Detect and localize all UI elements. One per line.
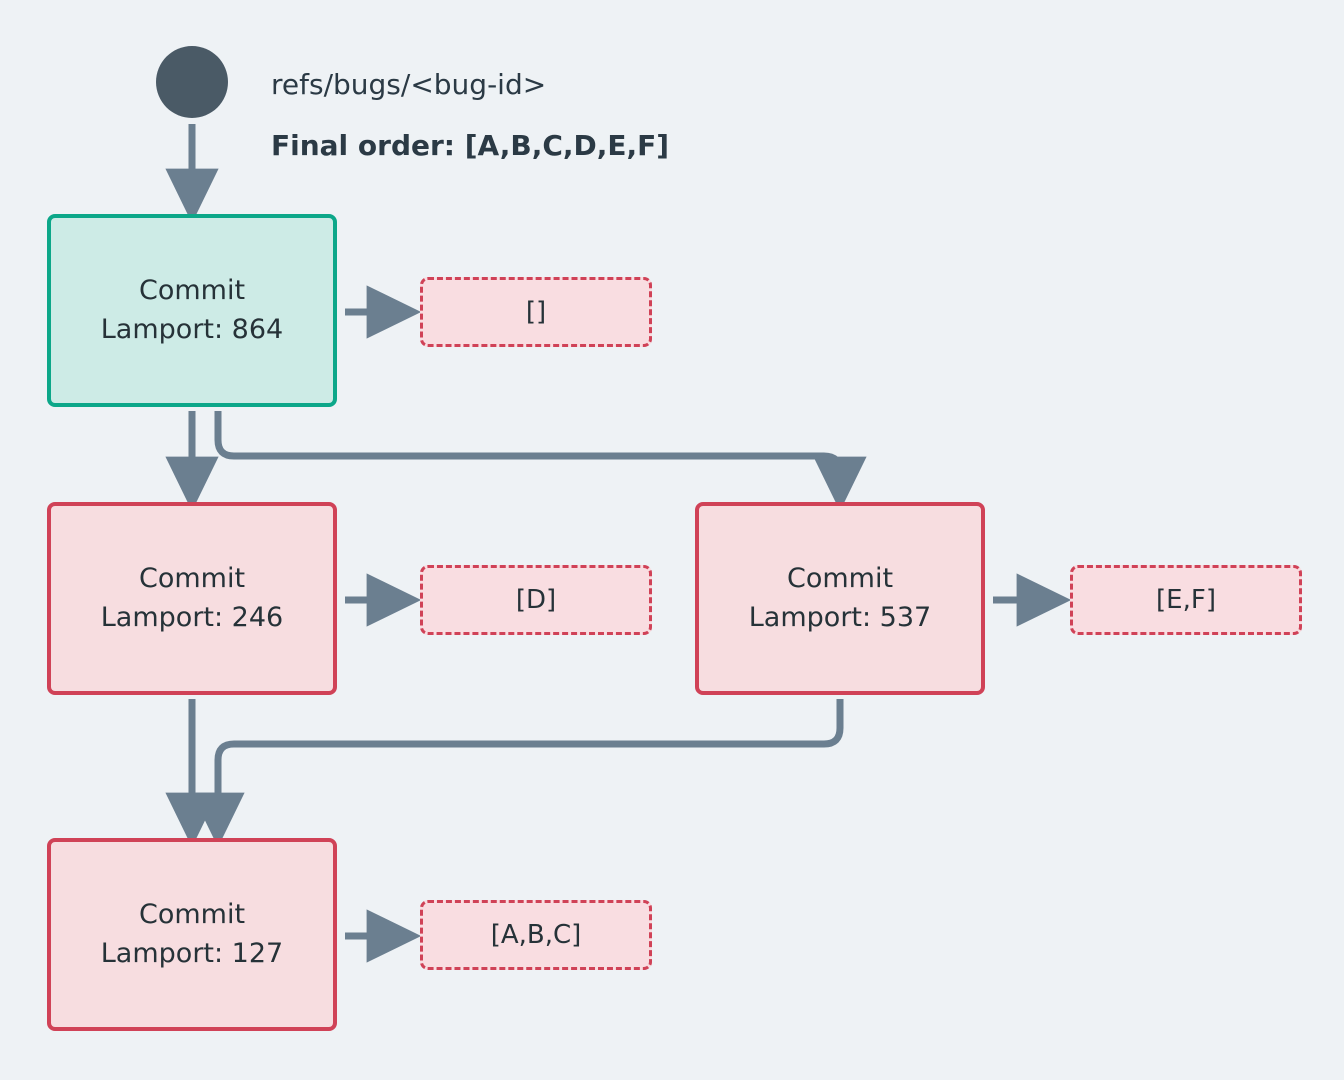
final-order-label: Final order: [A,B,C,D,E,F]: [271, 129, 670, 162]
commit-node-127-title: Commit: [138, 899, 246, 931]
edge-commit864-to-commit537: [214, 411, 867, 512]
commit-node-537-lamport: Lamport: 537: [748, 601, 932, 633]
commit-node-864-title: Commit: [138, 275, 246, 307]
commit-node-864-lamport: Lamport: 864: [100, 313, 284, 345]
commit-node-864[interactable]: Commit Lamport: 864: [47, 214, 337, 407]
commit-node-537[interactable]: Commit Lamport: 537: [695, 502, 985, 695]
annotation-box-864[interactable]: []: [420, 277, 652, 347]
commit-node-246[interactable]: Commit Lamport: 246: [47, 502, 337, 695]
edge-commit537-to-commit127: [191, 699, 844, 848]
commit-node-127[interactable]: Commit Lamport: 127: [47, 838, 337, 1031]
annotation-box-537[interactable]: [E,F]: [1070, 565, 1302, 635]
annotation-box-127[interactable]: [A,B,C]: [420, 900, 652, 970]
ref-label: refs/bugs/<bug-id>: [271, 68, 547, 101]
start-node[interactable]: [156, 46, 228, 118]
annotation-box-246[interactable]: [D]: [420, 565, 652, 635]
commit-node-537-title: Commit: [786, 563, 894, 595]
commit-node-127-lamport: Lamport: 127: [100, 937, 284, 969]
commit-node-246-lamport: Lamport: 246: [100, 601, 284, 633]
commit-node-246-title: Commit: [138, 563, 246, 595]
